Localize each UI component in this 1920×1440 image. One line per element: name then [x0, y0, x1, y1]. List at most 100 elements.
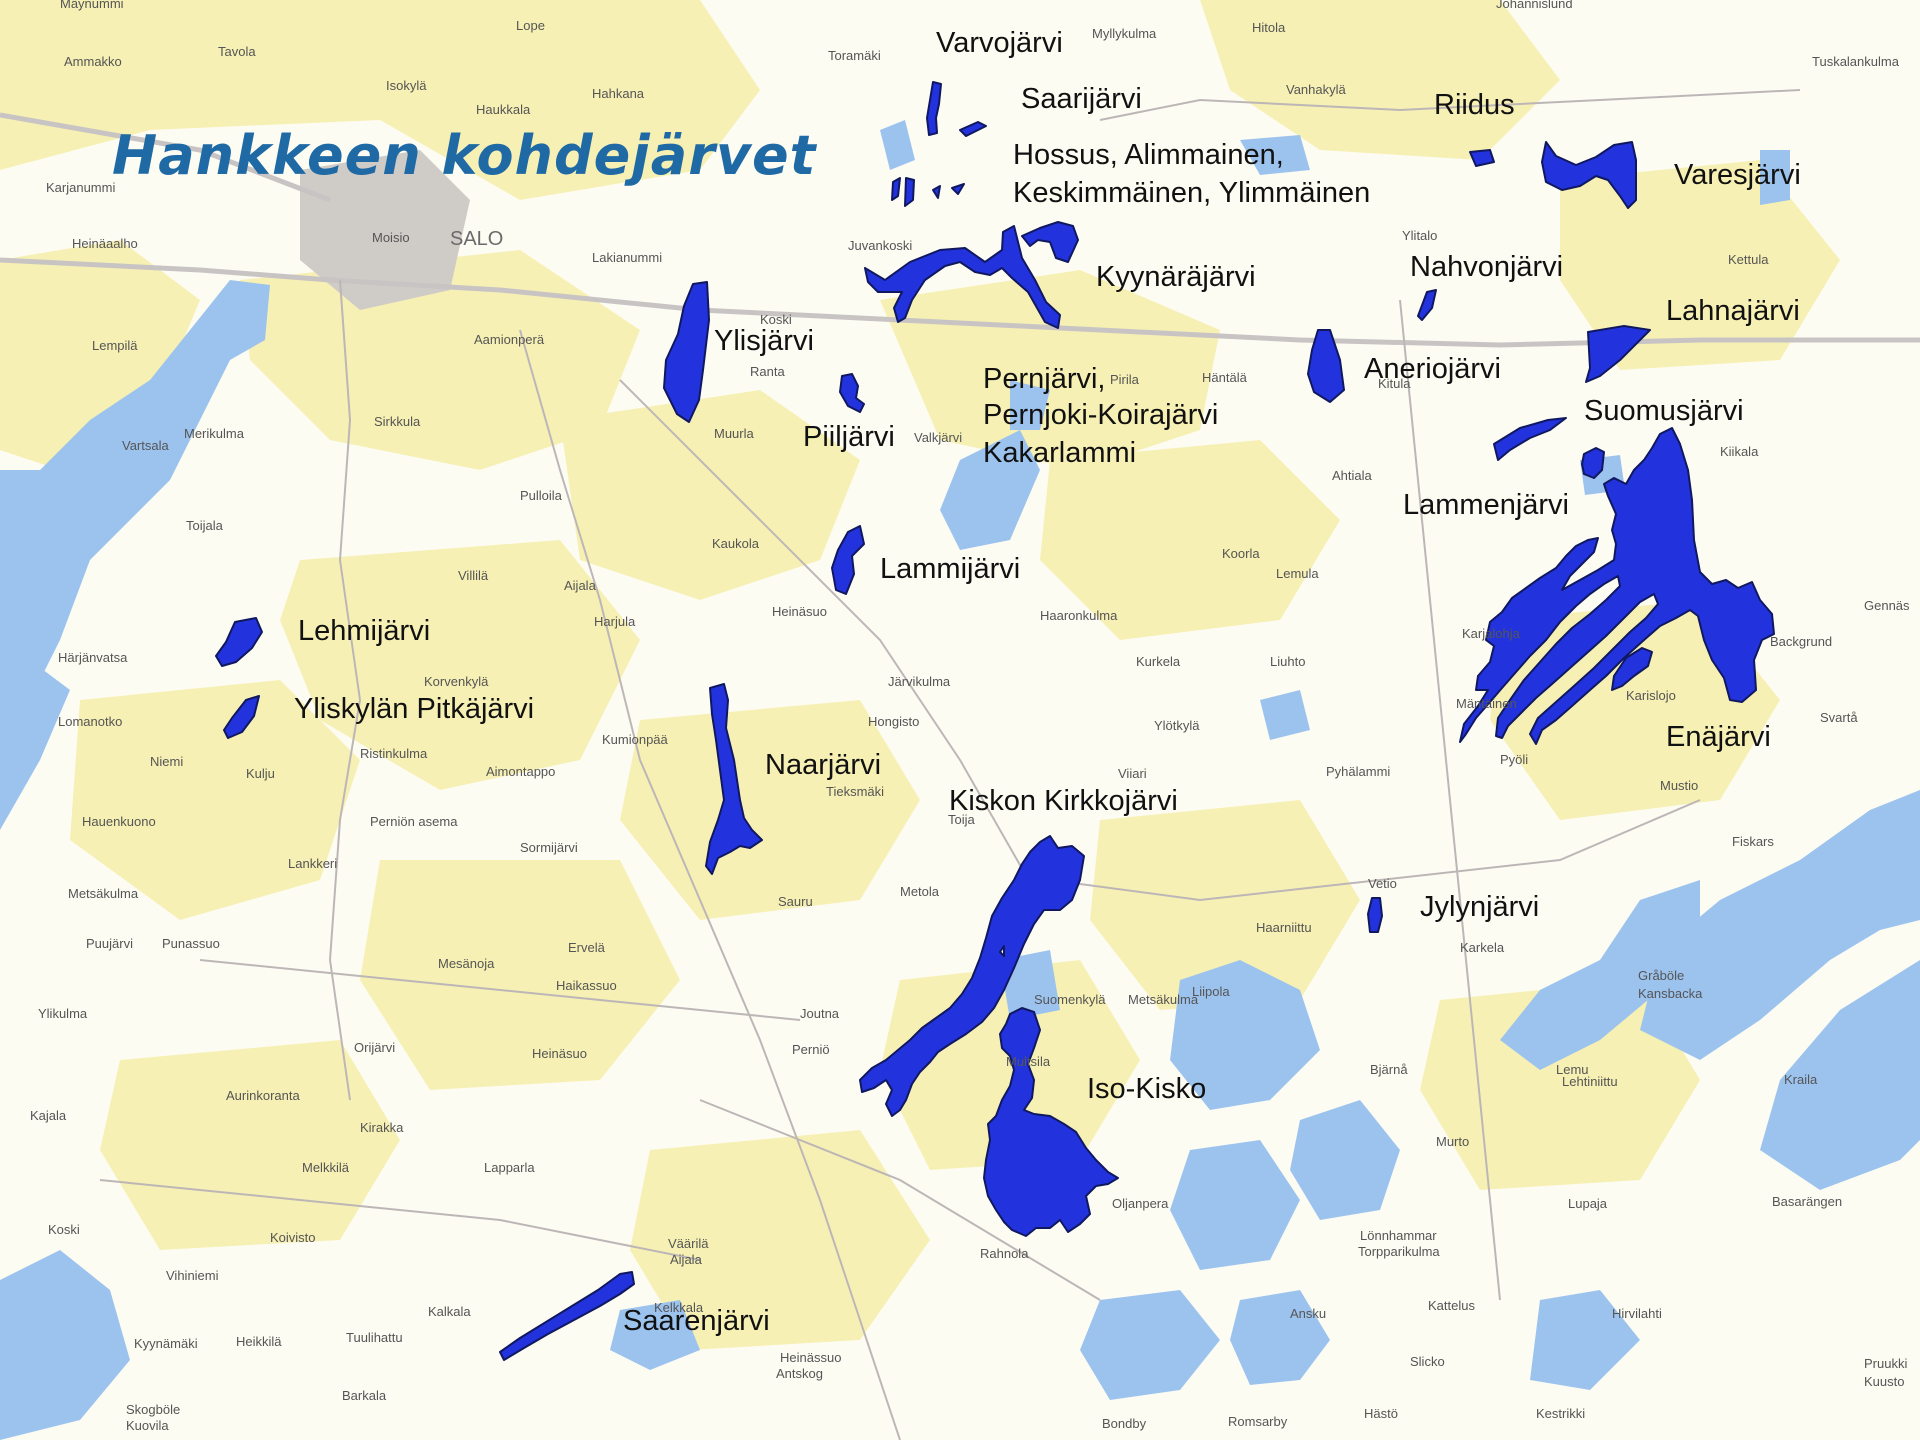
place-name: Aijala [670, 1252, 702, 1267]
lake-lammijarvi[interactable] [831, 525, 865, 595]
lake-label-naarjarvi: Naarjärvi [765, 749, 882, 781]
lake-kyynarajarvi[interactable] [864, 221, 1079, 329]
lake-label-ylisjarvi: Ylisjärvi [714, 325, 814, 357]
place-name: Orijärvi [354, 1040, 396, 1055]
lake-label-pernjoki: Pernjoki-Koirajärvi [983, 399, 1219, 431]
place-name: Karislojo [1626, 688, 1676, 703]
place-name: Karjalohja [1462, 626, 1520, 641]
lake-iso-kisko[interactable] [983, 1007, 1119, 1237]
place-name: Tuulihattu [346, 1330, 403, 1345]
place-name: Vanhakylä [1286, 82, 1346, 97]
place-name: Lankkeri [288, 856, 338, 871]
place-name: Ammakko [64, 54, 122, 69]
place-name: Fiskars [1732, 834, 1774, 849]
place-name: Kaukola [712, 536, 759, 551]
place-name: Antskog [776, 1366, 823, 1381]
place-name: Kitula [1378, 376, 1411, 391]
place-name: Tavola [218, 44, 256, 59]
lake-enajarvi[interactable] [1459, 427, 1775, 745]
place-name: Kansbacka [1638, 986, 1703, 1001]
town-label-salo: SALO [450, 228, 504, 250]
lake-saarenjarvi[interactable] [499, 1271, 635, 1361]
place-name: Pirila [1110, 372, 1139, 387]
place-name: Hästö [1364, 1406, 1398, 1421]
lake-ylisky[interactable] [223, 695, 260, 739]
place-name: Valkjärvi [914, 430, 963, 445]
place-name: Metola [900, 884, 940, 899]
lake-label-iso-kisko: Iso-Kisko [1087, 1073, 1207, 1105]
place-name: Perniö [792, 1042, 830, 1057]
lake-label-piiljarvi: Piiljärvi [803, 421, 895, 453]
place-name: Kulju [246, 766, 275, 781]
place-name: Toija [948, 812, 975, 827]
place-name: Suomenkylä [1034, 992, 1106, 1007]
place-name: Haikassuo [556, 978, 617, 993]
place-name: Kuovila [126, 1418, 169, 1433]
lake-label-varvojarvi: Varvojärvi [936, 27, 1063, 59]
lake-suomusjarvi[interactable] [1493, 417, 1567, 461]
place-name: Sirkkula [374, 414, 421, 429]
lake-lammenjarvi[interactable] [1581, 447, 1605, 479]
place-name: Rahnola [980, 1246, 1029, 1261]
place-name: Haarniittu [1256, 920, 1312, 935]
place-name: Järvikulma [888, 674, 951, 689]
lake-ylisjarvi[interactable] [663, 281, 710, 423]
place-name: Hongisto [868, 714, 920, 729]
place-name: Mustio [1660, 778, 1699, 793]
place-name: Lakianummi [592, 250, 663, 265]
place-name: Lope [516, 18, 545, 33]
place-name: Aamionperä [474, 332, 545, 347]
place-name: Myllykulma [1092, 26, 1157, 41]
place-name: Ansku [1290, 1306, 1327, 1321]
lake-label-jylynjarvi: Jylynjärvi [1420, 891, 1540, 923]
lake-naarjarvi[interactable] [705, 683, 763, 875]
place-name: Johannislund [1496, 0, 1573, 11]
place-name: Liuhto [1270, 654, 1306, 669]
place-name: Kestrikki [1536, 1406, 1586, 1421]
place-name: Pyhälammi [1326, 764, 1391, 779]
place-name: Mäynummi [60, 0, 124, 11]
lake-kiskon-kirkkojarvi[interactable] [859, 835, 1085, 1117]
lake-nahvonjarvi[interactable] [1417, 289, 1437, 321]
lake-piiljarvi[interactable] [839, 373, 865, 413]
lake-riidus[interactable] [1469, 149, 1495, 167]
place-name: Aimontappo [486, 764, 556, 779]
place-name: Vartsala [122, 438, 169, 453]
place-name: Haaronkulma [1040, 608, 1118, 623]
place-name: Melkkilä [302, 1160, 349, 1175]
place-name: Tieksmäki [826, 784, 885, 799]
lake-label-enajarvi: Enäjärvi [1666, 721, 1771, 753]
urban-area [300, 150, 470, 310]
place-name: Lemula [1276, 566, 1319, 581]
place-name: Koski [760, 312, 792, 327]
lake-varesjarvi[interactable] [1541, 141, 1637, 209]
place-name: Lempilä [92, 338, 138, 353]
lake-aneriojarvi[interactable] [1307, 329, 1345, 403]
lake-varvojarvi[interactable] [926, 81, 942, 136]
lake-lehmijarvi[interactable] [215, 617, 263, 667]
place-name: Ristinkulma [360, 746, 428, 761]
place-name: Gennäs [1864, 598, 1910, 613]
place-name: Isokylä [386, 78, 427, 93]
place-name: Hitola [1252, 20, 1286, 35]
place-name: Murto [1436, 1134, 1470, 1149]
place-name: Liipola [1192, 984, 1230, 999]
lake-label-hossus: Hossus, Alimmainen, [1013, 139, 1284, 171]
place-name: Karkela [1460, 940, 1505, 955]
lake-lahnajarvi[interactable] [1585, 325, 1651, 383]
place-name: Lehtiniittu [1562, 1074, 1618, 1089]
lake-label-riidus: Riidus [1434, 89, 1515, 121]
place-name: Hahkana [592, 86, 645, 101]
place-name: Sauru [778, 894, 813, 909]
lake-saarijarvi[interactable] [959, 121, 987, 137]
map-title: Hankkeen kohdejärvet [112, 124, 817, 187]
place-name: Koivisto [270, 1230, 316, 1245]
lake-jylynjarvi[interactable] [1367, 897, 1383, 933]
place-name: Sormijärvi [520, 840, 578, 855]
lake-label-ylisky: Yliskylän Pitkäjärvi [294, 693, 535, 725]
place-name: Puujärvi [86, 936, 133, 951]
place-name: Bjärnå [1370, 1062, 1408, 1077]
place-name: Heikkilä [236, 1334, 282, 1349]
lake-hossus[interactable] [891, 177, 965, 207]
